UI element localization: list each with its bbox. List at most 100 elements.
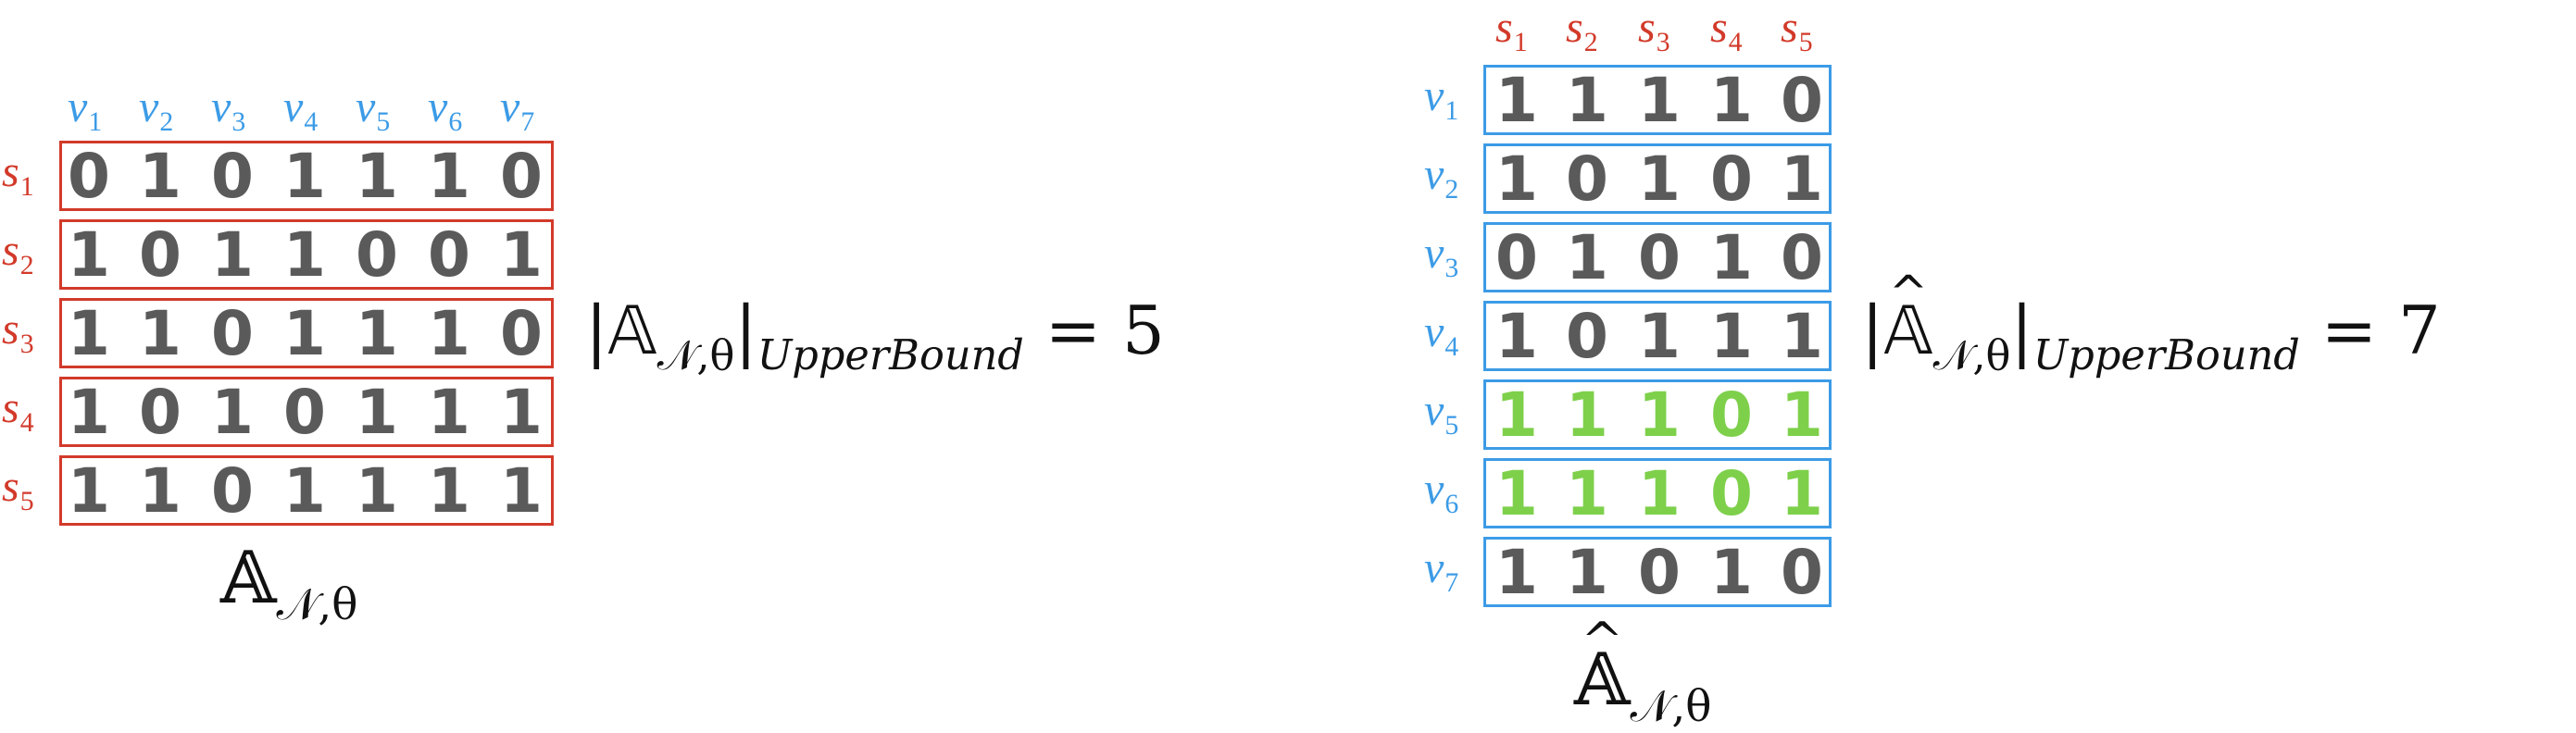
left-matrix-cell: 1 — [356, 376, 398, 448]
left-col-label-v7: v7 — [500, 82, 535, 137]
right-row-label-v2: v2 — [1424, 150, 1459, 205]
left-matrix-cell: 0 — [356, 218, 398, 291]
left-row-label-s2: s2 — [2, 226, 34, 280]
right-row-label-v5: v5 — [1424, 386, 1459, 441]
right-matrix-cell: 0 — [1781, 536, 1823, 608]
right-matrix-cell: 1 — [1781, 143, 1823, 215]
left-row-label-s4: s4 — [2, 383, 34, 438]
right-matrix-cell: 1 — [1495, 536, 1538, 608]
left-matrix-caption: 𝔸𝒩,θ — [220, 537, 357, 631]
right-row-label-v1: v1 — [1424, 71, 1459, 126]
right-eq-subscript: 𝒩,θ — [1932, 330, 2011, 379]
left-matrix-cell: 1 — [356, 140, 398, 212]
right-row-label-v6: v6 — [1424, 465, 1459, 519]
right-matrix-cell: 1 — [1566, 379, 1608, 451]
left-matrix-cell: 1 — [356, 297, 398, 369]
right-matrix-cell: 1 — [1638, 457, 1681, 529]
right-eq-bound-label: UpperBound — [2032, 330, 2300, 379]
right-matrix-cell: 1 — [1710, 64, 1753, 136]
left-matrix-cell: 1 — [283, 454, 326, 527]
left-matrix-cell: 1 — [283, 140, 326, 212]
right-matrix-cell: 1 — [1710, 536, 1753, 608]
left-matrix-cell: 0 — [139, 376, 181, 448]
left-matrix-cell: 1 — [428, 376, 470, 448]
left-matrix-cell: 0 — [68, 140, 110, 212]
right-matrix-cell: 0 — [1566, 300, 1608, 372]
right-col-label-s3: s3 — [1638, 3, 1670, 57]
left-matrix-cell: 1 — [283, 218, 326, 291]
left-matrix-cell: 1 — [139, 140, 181, 212]
left-upper-bound-equation: |𝔸𝒩,θ|UpperBound = 5 — [585, 292, 1165, 379]
right-eq-value: 7 — [2398, 292, 2441, 369]
left-eq-symbol: 𝔸 — [607, 292, 657, 369]
left-matrix-cell: 1 — [428, 297, 470, 369]
right-matrix-cell: 0 — [1710, 143, 1753, 215]
left-eq-value: 5 — [1122, 292, 1165, 369]
right-row-label-v3: v3 — [1424, 229, 1459, 283]
left-matrix-cell: 1 — [68, 218, 110, 291]
right-matrix-cell: 0 — [1638, 536, 1681, 608]
left-col-label-v3: v3 — [211, 82, 246, 137]
right-matrix-cell: 0 — [1710, 379, 1753, 451]
right-matrix-cell: 1 — [1495, 143, 1538, 215]
right-matrix-cell: 1 — [1495, 64, 1538, 136]
left-matrix-cell: 1 — [139, 454, 181, 527]
left-matrix-cell: 1 — [139, 297, 181, 369]
right-matrix-cell: 1 — [1495, 379, 1538, 451]
left-matrix-cell: 0 — [428, 218, 470, 291]
right-row-label-v4: v4 — [1424, 307, 1459, 362]
right-row-label-v7: v7 — [1424, 543, 1459, 598]
left-col-label-v5: v5 — [356, 82, 391, 137]
right-col-label-s2: s2 — [1566, 3, 1598, 57]
right-matrix-cell: 1 — [1638, 64, 1681, 136]
left-matrix-cell: 1 — [68, 454, 110, 527]
left-matrix-cell: 0 — [139, 218, 181, 291]
right-matrix-cell: 0 — [1710, 457, 1753, 529]
left-matrix-cell: 0 — [211, 297, 254, 369]
left-matrix-cell: 1 — [428, 454, 470, 527]
left-matrix-cell: 1 — [500, 454, 543, 527]
left-caption-subscript: 𝒩,θ — [276, 579, 358, 630]
right-matrix-cell: 1 — [1638, 379, 1681, 451]
right-matrix-cell: 1 — [1566, 221, 1608, 293]
left-row-label-s5: s5 — [2, 462, 34, 516]
right-matrix-cell: 0 — [1781, 221, 1823, 293]
right-matrix-cell: 1 — [1781, 379, 1823, 451]
right-matrix-cell: 1 — [1566, 64, 1608, 136]
left-matrix-cell: 1 — [211, 218, 254, 291]
left-col-label-v6: v6 — [428, 82, 463, 137]
right-matrix-cell: 1 — [1710, 221, 1753, 293]
left-caption-symbol: 𝔸 — [220, 537, 277, 620]
right-col-label-s5: s5 — [1781, 3, 1813, 57]
right-matrix-cell: 1 — [1638, 143, 1681, 215]
right-caption-symbol: 𝔸 — [1574, 639, 1631, 722]
left-matrix-cell: 1 — [500, 376, 543, 448]
right-matrix-cell: 1 — [1495, 457, 1538, 529]
right-matrix-cell: 0 — [1566, 143, 1608, 215]
right-eq-symbol: 𝔸 — [1883, 292, 1932, 369]
right-col-label-s4: s4 — [1710, 3, 1743, 57]
right-matrix-cell: 1 — [1566, 457, 1608, 529]
left-col-label-v1: v1 — [68, 82, 103, 137]
left-matrix-cell: 1 — [428, 140, 470, 212]
right-upper-bound-equation: |𝔸𝒩,θ|UpperBound = 7 — [1861, 292, 2441, 379]
left-matrix-cell: 0 — [211, 140, 254, 212]
left-col-label-v4: v4 — [283, 82, 319, 137]
left-matrix-cell: 0 — [211, 454, 254, 527]
right-col-label-s1: s1 — [1495, 3, 1528, 57]
left-matrix-cell: 1 — [68, 297, 110, 369]
left-matrix-cell: 1 — [283, 297, 326, 369]
right-matrix-cell: 1 — [1495, 300, 1538, 372]
left-row-label-s3: s3 — [2, 304, 34, 359]
left-matrix-cell: 0 — [500, 297, 543, 369]
right-matrix-cell: 1 — [1781, 300, 1823, 372]
right-matrix-cell: 0 — [1781, 64, 1823, 136]
